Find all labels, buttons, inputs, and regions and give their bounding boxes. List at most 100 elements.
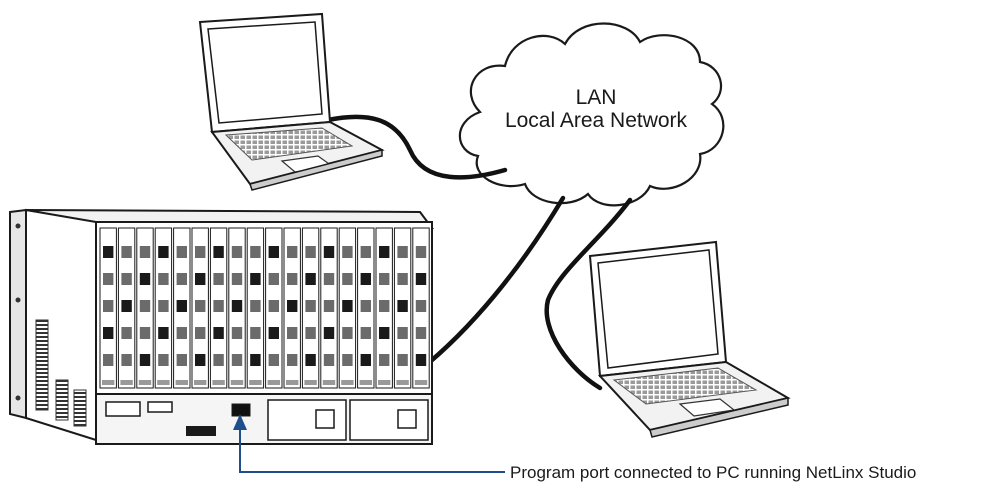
card-latch <box>267 380 280 385</box>
card-connector <box>250 273 261 285</box>
card-connector <box>158 327 169 339</box>
card-connector <box>305 327 316 339</box>
card-connector <box>415 327 427 339</box>
card-connector <box>379 273 390 285</box>
card-connector <box>231 354 243 366</box>
card-connector <box>268 354 279 366</box>
card-connector <box>176 354 187 366</box>
card-connector <box>323 246 335 258</box>
card-latch <box>396 380 409 385</box>
card-connector <box>250 327 261 339</box>
card-connector <box>305 300 316 312</box>
card-connector <box>139 327 151 339</box>
program-port-callout: Program port connected to PC running Net… <box>233 414 916 482</box>
card-connector <box>287 246 298 258</box>
card-connector <box>360 327 371 339</box>
card-connector <box>360 300 371 312</box>
card-connector <box>323 354 335 366</box>
card-latch <box>341 380 354 385</box>
card-connector <box>397 246 408 258</box>
power-inlet-1 <box>315 409 335 429</box>
side-vent <box>35 319 49 411</box>
card-connector <box>287 273 298 285</box>
card-connector <box>176 273 187 285</box>
card-connector <box>176 246 187 258</box>
card-connector <box>305 273 316 285</box>
cable-laptop-right <box>544 197 633 391</box>
card-connector <box>379 246 390 258</box>
card-connector <box>323 300 335 312</box>
card-connector <box>250 354 261 366</box>
card-latch <box>194 380 207 385</box>
card-connector <box>176 327 187 339</box>
card-latch <box>157 380 170 385</box>
card-connector <box>268 300 279 312</box>
rack-ear-hole <box>15 223 21 229</box>
laptop-top <box>198 12 385 191</box>
cloud-subtitle: Local Area Network <box>505 109 688 132</box>
card-connector <box>231 246 243 258</box>
card-connector <box>139 354 151 366</box>
logo-plate <box>186 426 216 436</box>
cloud-title: LAN <box>576 86 617 109</box>
laptop-right-keyboard <box>612 367 758 405</box>
card-connector <box>342 300 353 312</box>
card-connector <box>342 246 353 258</box>
cloud-outline <box>458 22 725 207</box>
card-connector <box>415 354 427 366</box>
port-block <box>105 401 141 417</box>
card-connector <box>121 273 132 285</box>
cable-laptop-top <box>325 114 508 180</box>
laptop-top-edge <box>249 149 383 191</box>
laptop-top-screen <box>207 21 323 124</box>
card-latch <box>138 380 152 385</box>
card-connector <box>305 246 316 258</box>
card-connector <box>397 273 408 285</box>
card-connector <box>415 246 427 258</box>
card-connector <box>121 354 132 366</box>
card-connector <box>213 354 224 366</box>
card-connector <box>360 273 371 285</box>
card-connector <box>287 327 298 339</box>
card-connector <box>250 246 261 258</box>
card-connector <box>323 327 335 339</box>
card-slots <box>99 227 430 389</box>
card-connector <box>139 300 151 312</box>
card-connector <box>213 273 224 285</box>
card-connector <box>195 300 206 312</box>
card-latch <box>212 380 225 385</box>
callout-leader-line <box>239 420 505 473</box>
card-connector <box>176 300 187 312</box>
card-connector <box>342 354 353 366</box>
side-vent <box>73 389 87 427</box>
card-connector <box>250 300 261 312</box>
card-connector <box>342 273 353 285</box>
card-connector <box>379 300 390 312</box>
card-connector <box>103 300 114 312</box>
card-latch <box>378 380 391 385</box>
card-connector <box>231 300 243 312</box>
program-port <box>231 403 251 417</box>
rack-ear-left <box>9 208 27 420</box>
card-connector <box>121 300 132 312</box>
rack-ear-hole <box>15 395 21 401</box>
card-connector <box>287 300 298 312</box>
card-connector <box>103 354 114 366</box>
card-connector <box>139 273 151 285</box>
card-connector <box>195 273 206 285</box>
card-latch <box>230 380 244 385</box>
callout-label: Program port connected to PC running Net… <box>510 463 916 482</box>
side-vent <box>55 379 69 421</box>
card-connector <box>213 246 224 258</box>
serial-port <box>147 401 173 413</box>
card-connector <box>103 273 114 285</box>
card-connector <box>139 246 151 258</box>
card-connector <box>379 354 390 366</box>
card-connector <box>268 327 279 339</box>
enclosure-device <box>9 208 435 445</box>
callout-arrowhead <box>233 414 247 430</box>
card-latch <box>286 380 299 385</box>
card-connector <box>268 273 279 285</box>
card-latch <box>414 380 428 385</box>
